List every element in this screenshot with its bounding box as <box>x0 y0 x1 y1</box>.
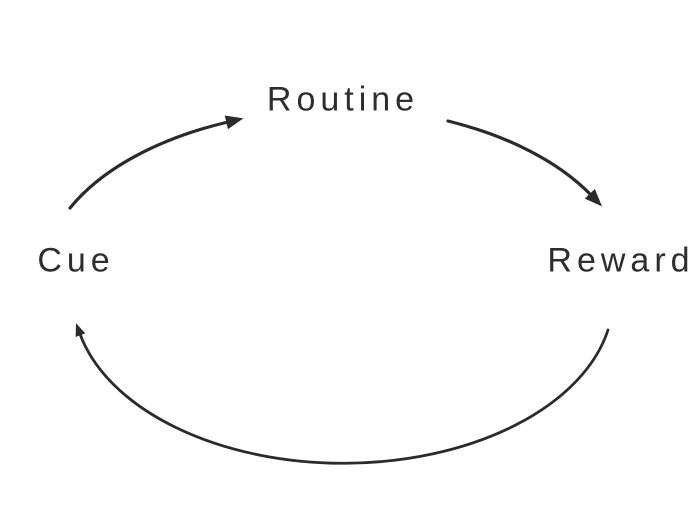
node-label-routine: Routine <box>266 80 420 119</box>
node-label-cue: Cue <box>37 241 115 280</box>
arrow-cue-to-routine <box>68 115 244 210</box>
arrow-routine-to-reward <box>446 119 603 207</box>
node-label-reward: Reward <box>547 241 695 280</box>
arrow-reward-to-cue <box>75 323 610 465</box>
